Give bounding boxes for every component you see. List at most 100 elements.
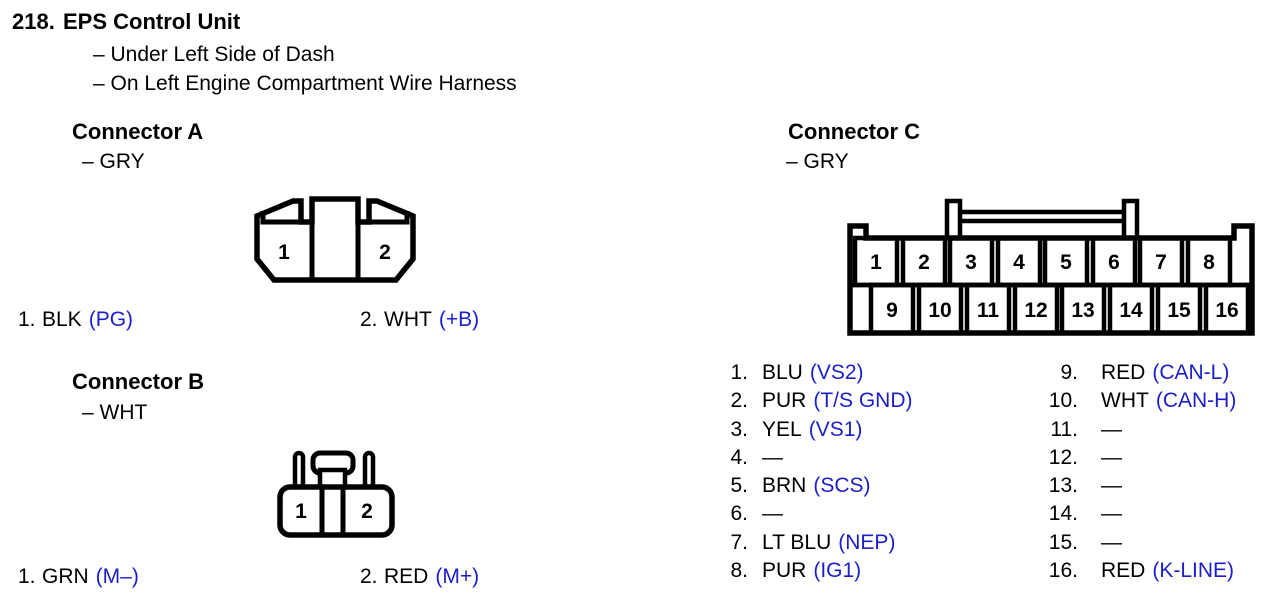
wire-color: WHT xyxy=(1101,389,1149,413)
wire-color: — xyxy=(1101,417,1122,441)
wire-color: GRN xyxy=(42,565,89,588)
cavity-box-16 xyxy=(1203,282,1251,336)
signal-label: (T/S GND) xyxy=(813,389,913,413)
wire-color: — xyxy=(1101,474,1122,498)
pin-number: 6. xyxy=(730,502,748,526)
wire-color: RED xyxy=(384,565,429,588)
connector-c-body xyxy=(847,223,1255,336)
pin-number: 7. xyxy=(730,530,748,554)
connector-c-pin-14-row: 14. — xyxy=(1034,500,1236,528)
connector-c-color: – GRY xyxy=(786,150,849,173)
pin-number: 2. xyxy=(730,389,748,413)
wire-color: LT BLU xyxy=(762,530,832,554)
page-title: EPS Control Unit xyxy=(63,9,241,34)
connector-c-pin-6-row: 6. — xyxy=(718,500,913,528)
connector-c-pin-15-row: 15. — xyxy=(1034,529,1236,557)
wire-color: — xyxy=(1101,445,1122,469)
wire-color: RED xyxy=(1101,361,1146,384)
connector-c-cavity-16: 16 xyxy=(1215,299,1238,322)
connector-c-pin-3-row: 3.YEL(VS1) xyxy=(718,416,913,444)
connector-b-color: – WHT xyxy=(82,401,148,424)
connector-b-center-divider xyxy=(319,487,346,535)
connector-c-cavity-12: 12 xyxy=(1024,299,1047,322)
pin-number: 1. xyxy=(730,361,748,384)
signal-label: (CAN-L) xyxy=(1152,361,1230,384)
wire-color: BLK xyxy=(42,308,82,331)
wire-color: — xyxy=(762,445,783,469)
connector-b-pin-1-row: 1. GRN (M–) xyxy=(18,565,139,589)
connector-c-pin-2-row: 2. PUR(T/S GND) xyxy=(718,387,913,415)
connector-c-pin-list-left: 1. BLU (VS2) 2. PUR(T/S GND) 3.YEL(VS1) 4. —… xyxy=(718,359,913,585)
connector-c-pin-8-row: 8.PUR(IG1) xyxy=(718,557,913,585)
connector-a-pin-2-row: 2.WHT(+B) xyxy=(360,308,479,332)
connector-c-pin-1-row: 1. BLU (VS2) xyxy=(718,359,913,387)
connector-b-pin-2-row: 2.RED(M+) xyxy=(360,565,479,589)
connector-c-cavity-2: 2 xyxy=(918,251,930,274)
pin-number: 1. xyxy=(18,308,36,331)
connector-a-pin-1-row: 1.BLK(PG) xyxy=(18,308,133,332)
signal-label: (VS2) xyxy=(809,361,864,384)
pin-number: 16. xyxy=(1048,559,1078,583)
connector-c-diagram: 1 2 3 4 5 6 7 8 9 10 11 12 13 14 15 16 xyxy=(847,198,1255,336)
connector-c-cavity-6: 6 xyxy=(1108,251,1120,274)
cavity-box-10 xyxy=(916,282,964,336)
connector-c-pin-4-row: 4. — xyxy=(718,444,913,472)
connector-b-title: Connector B xyxy=(72,369,204,394)
connector-b-cavity-1: 1 xyxy=(295,500,307,523)
wire-color: — xyxy=(1101,530,1122,554)
connector-c-cavity-3: 3 xyxy=(965,251,977,274)
connector-c-pin-16-row: 16.RED(K-LINE) xyxy=(1034,557,1236,585)
signal-label: (M–) xyxy=(95,565,139,588)
pin-number: 4. xyxy=(730,445,748,469)
connector-c-cavity-4: 4 xyxy=(1013,251,1025,274)
pin-number: 8. xyxy=(730,559,748,583)
connector-b-right-prong xyxy=(362,450,376,490)
pin-number: 1. xyxy=(18,565,36,588)
connector-b-left-prong xyxy=(292,450,306,490)
connector-b-diagram: 1 2 xyxy=(277,450,395,538)
connector-c-cavity-10: 10 xyxy=(928,299,951,322)
connector-a-title: Connector A xyxy=(72,119,204,144)
pin-number: 11. xyxy=(1050,417,1078,441)
connector-c-pin-9-row: 9.RED(CAN-L) xyxy=(1034,359,1236,387)
connector-c-cavity-5: 5 xyxy=(1060,251,1072,274)
connector-c-pin-list-right: 9.RED(CAN-L) 10.WHT(CAN-H) 11.— 12.— 13.… xyxy=(1034,359,1237,585)
connector-c-pin-13-row: 13. — xyxy=(1034,472,1236,500)
connector-c-pin-5-row: 5.BRN(SCS) xyxy=(718,472,913,500)
pin-number: 15. xyxy=(1048,530,1078,554)
connector-c-pin-11-row: 11. — xyxy=(1034,416,1236,444)
cavity-box-9 xyxy=(868,282,916,336)
connector-a-cavity-1: 1 xyxy=(278,241,290,264)
section-number: 218. xyxy=(12,9,55,34)
connector-a-outline xyxy=(254,196,416,283)
connector-a-cavity-2: 2 xyxy=(379,241,391,264)
wire-color: PUR xyxy=(762,389,807,413)
connector-c-pin-7-row: 7.LT BLU(NEP) xyxy=(718,529,913,557)
connector-c-title: Connector C xyxy=(788,119,920,144)
connector-b-cavity-2: 2 xyxy=(361,500,373,523)
pin-number: 10. xyxy=(1048,389,1078,413)
wire-color: — xyxy=(1101,502,1122,526)
wire-color: YEL xyxy=(762,417,802,441)
pin-number: 12. xyxy=(1048,445,1078,469)
connector-a-color: – GRY xyxy=(82,150,145,173)
pin-number: 13. xyxy=(1048,474,1078,498)
cavity-box-15 xyxy=(1155,282,1203,336)
connector-c-right-post xyxy=(1121,198,1140,241)
signal-label: (SCS) xyxy=(813,474,871,498)
connector-c-cavity-11: 11 xyxy=(977,299,1000,322)
pin-number: 2. xyxy=(360,308,378,331)
wire-color: BLU xyxy=(762,361,803,384)
connector-c-cavity-14: 14 xyxy=(1119,299,1143,322)
connector-c-cavity-8: 8 xyxy=(1203,251,1215,274)
cavity-box-13 xyxy=(1059,282,1107,336)
connector-c-pin-12-row: 12. — xyxy=(1034,444,1236,472)
connector-c-cavity-1: 1 xyxy=(870,251,882,274)
wire-color: — xyxy=(762,502,783,526)
connector-c-pin-10-row: 10.WHT(CAN-H) xyxy=(1034,387,1237,415)
signal-label: (+B) xyxy=(438,308,480,331)
location-note-2: – On Left Engine Compartment Wire Harnes… xyxy=(93,71,517,95)
pin-number: 14. xyxy=(1048,502,1078,526)
signal-label: (IG1) xyxy=(813,559,862,583)
